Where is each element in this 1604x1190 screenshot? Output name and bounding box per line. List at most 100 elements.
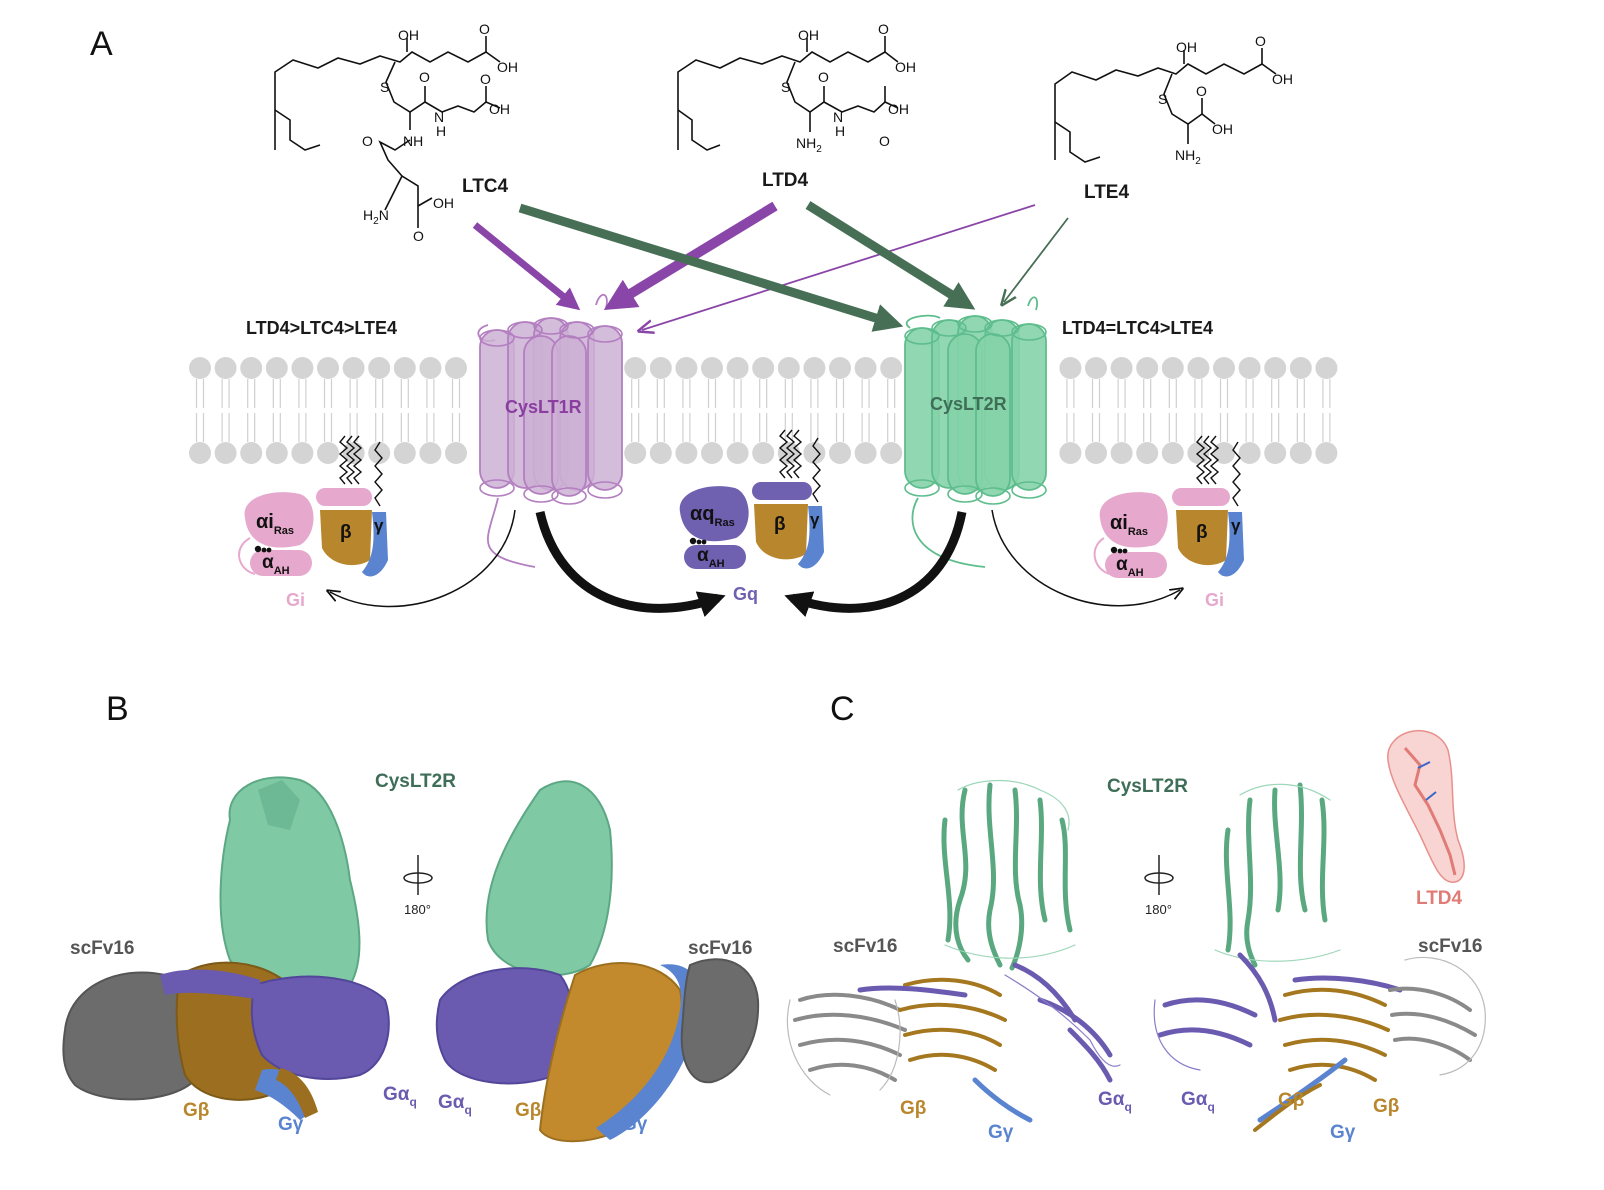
lipid-head: [291, 357, 314, 379]
ltc4-o-glu2: O: [413, 228, 424, 244]
arrow-ltc4-to-cyslt1r: [472, 222, 581, 311]
ltc4-s: S: [380, 79, 389, 95]
ltd4-ligand-density: [1387, 730, 1465, 883]
ligand-label-lte4: LTE4: [1084, 182, 1129, 203]
ltd4-n: N: [833, 109, 843, 125]
lipid-head: [368, 442, 391, 464]
ltd4-s: S: [781, 79, 790, 95]
gi-protein-right: αiRas αAH β γ Gi: [1093, 435, 1244, 610]
ltd4-atom-labels: OH O OH S O N H OH O NH2: [781, 21, 916, 155]
gi-alpha-label-right: αiRas: [1110, 512, 1148, 538]
lipid-head: [1110, 357, 1133, 379]
lipid-head: [777, 357, 800, 379]
lipid-head: [726, 357, 749, 379]
lte4-oh-top: OH: [1176, 39, 1197, 55]
panel-b-gg-right-label: Gγ: [622, 1114, 648, 1135]
lipid-head: [854, 442, 877, 464]
lipid-head: [1161, 357, 1184, 379]
arrow-lte4-to-cyslt2r: [1004, 217, 1069, 302]
lipid-head: [1110, 442, 1133, 464]
cyslt1r-label: CysLT1R: [505, 397, 582, 417]
gi-label-left: Gi: [286, 590, 305, 610]
panel-b-cyslt2r-label: CysLT2R: [375, 771, 456, 792]
lipid-head: [317, 357, 339, 379]
lipid-head: [1264, 357, 1287, 379]
lipid-head: [317, 442, 339, 464]
lipid-head: [624, 357, 647, 379]
arrow-ltd4-to-cyslt1r: [603, 201, 778, 310]
lipid-head: [880, 357, 903, 379]
lipid-head: [829, 357, 851, 379]
lipid-head: [1315, 357, 1338, 379]
lte4-o-acid: O: [1255, 33, 1266, 49]
lipid-head: [240, 442, 263, 464]
panel-b-gaq-right-label: Gαq: [438, 1092, 472, 1117]
lte4-atom-labels: OH O OH S O OH NH2: [1158, 33, 1293, 167]
ltd4-structure: [677, 36, 899, 151]
panel-c-gaq-right-label: Gαq: [1181, 1089, 1215, 1114]
ltc4-n: N: [434, 109, 444, 125]
ltc4-o-acid: O: [479, 21, 490, 37]
density-view-2: [435, 780, 760, 1143]
cyslt2r-label: CysLT2R: [930, 394, 1007, 414]
panel-letter-a: A: [90, 25, 113, 63]
lipid-head: [1264, 442, 1287, 464]
ltc4-h: H: [436, 123, 446, 139]
lipid-head: [1059, 357, 1082, 379]
ltc4-oh-top: OH: [398, 27, 419, 43]
lipid-head: [1136, 357, 1159, 379]
ligand-arrows: [472, 201, 1069, 330]
panel-c-gb-right-label: Gβ: [1373, 1096, 1399, 1117]
lipid-head: [1085, 442, 1107, 464]
lipid-head: [419, 357, 442, 379]
panel-c-gb-mid-label: Gβ: [1278, 1090, 1304, 1111]
lipid-head: [1213, 442, 1235, 464]
ltd4-o-gly: O: [879, 133, 890, 149]
ltd4-h: H: [835, 123, 845, 139]
lipid-head: [675, 442, 698, 464]
lipid-head: [803, 357, 826, 379]
lipid-head: [445, 442, 467, 464]
arrow-ltd4-to-cyslt2r: [805, 201, 976, 310]
gi-beta-label-right: β: [1196, 522, 1208, 543]
panel-b-gb-right-label: Gβ: [515, 1100, 541, 1121]
gi-alpha-ah-label-right: αAH: [1116, 554, 1144, 579]
lipid-head: [393, 442, 416, 464]
gi-alpha-label-left: αiRas: [256, 511, 294, 537]
gq-label: Gq: [733, 584, 758, 604]
ltd4-oh-gly: OH: [888, 101, 909, 117]
ltc4-o-glu: O: [362, 133, 373, 149]
lipid-head: [1161, 442, 1184, 464]
gi-gamma-label-left: γ: [374, 516, 384, 535]
cyslt2r-receptor: CysLT2R: [904, 296, 1047, 568]
lipid-head: [752, 442, 775, 464]
lipid-head: [701, 442, 723, 464]
ltd4-nh2: NH2: [796, 135, 822, 155]
gi-alpha-ah-label-left: αAH: [262, 552, 290, 577]
ltc4-oh-gly: OH: [489, 101, 510, 117]
lipid-head: [829, 442, 851, 464]
panel-b-density-maps: [62, 776, 760, 1143]
panel-c-ltd4-label: LTD4: [1416, 888, 1463, 909]
lipid-head: [342, 357, 365, 379]
lipid-head: [189, 442, 211, 464]
lte4-nh2: NH2: [1175, 147, 1201, 167]
cyslt1r-receptor: CysLT1R: [477, 293, 623, 568]
panel-c-gg-left-label: Gγ: [988, 1122, 1014, 1143]
ltd4-o-amide: O: [818, 69, 829, 85]
gq-gamma-label: γ: [810, 510, 820, 529]
gi-protein-left: αiRas αAH β γ Gi: [238, 435, 388, 610]
lipid-head: [240, 357, 263, 379]
lipid-head: [752, 357, 775, 379]
lipid-head: [649, 357, 672, 379]
ribbon-view-2: [1153, 782, 1486, 1132]
panel-c-scfv16-right-label: scFv16: [1418, 936, 1482, 957]
lipid-head: [368, 357, 391, 379]
arrow-lte4-to-cyslt1r: [642, 204, 1036, 330]
lipid-head: [803, 442, 826, 464]
lipid-head: [726, 442, 749, 464]
lipid-head: [1238, 442, 1261, 464]
density-view-1: [62, 776, 390, 1120]
potency-order-cyslt2r: LTD4=LTC4>LTE4: [1062, 318, 1213, 338]
ltd4-oh-top: OH: [798, 27, 819, 43]
